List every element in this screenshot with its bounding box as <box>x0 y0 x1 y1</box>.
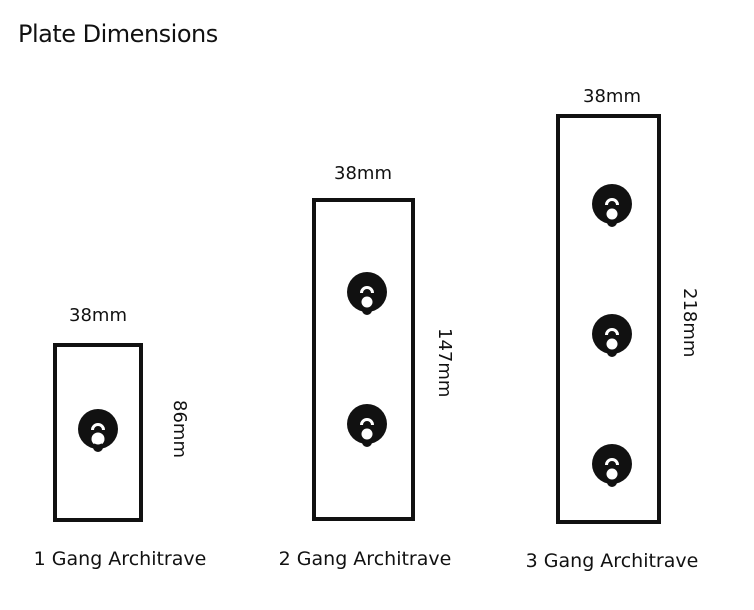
toggle-switch-icon <box>347 404 387 447</box>
plate-2 <box>312 198 415 521</box>
toggle-switch-icon <box>78 409 118 452</box>
toggle-switch-icon <box>592 184 632 227</box>
toggle-switch-icon <box>592 314 632 357</box>
plate-3-width: 38mm <box>583 86 641 107</box>
plate-2-label: 2 Gang Architrave <box>278 548 452 570</box>
page-title: Plate Dimensions <box>18 20 218 48</box>
plate-3-height: 218mm <box>679 288 700 358</box>
plate-3-label: 3 Gang Architrave <box>525 550 699 572</box>
toggle-switch-icon <box>592 444 632 487</box>
plate-1-width: 38mm <box>69 305 127 326</box>
toggle-switch-icon <box>347 272 387 315</box>
plate-1-label: 1 Gang Architrave <box>33 548 207 570</box>
plate-2-width: 38mm <box>334 163 392 184</box>
plate-1-height: 86mm <box>169 400 190 458</box>
plate-1 <box>53 343 143 522</box>
plate-2-height: 147mm <box>434 328 455 398</box>
